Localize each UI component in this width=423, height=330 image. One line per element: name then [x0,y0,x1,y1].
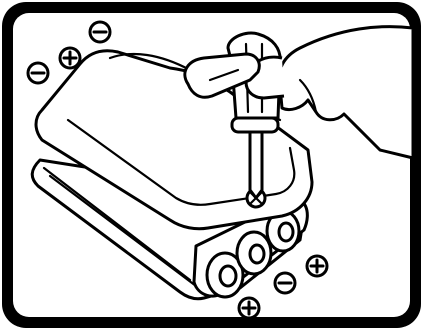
plus-symbol [60,48,80,68]
minus-symbol [28,63,48,83]
screwdriver-ferrule [232,118,278,132]
plus-symbol [307,256,327,276]
minus-symbol [275,273,295,293]
minus-symbol [90,22,110,42]
plus-symbol [239,298,259,318]
